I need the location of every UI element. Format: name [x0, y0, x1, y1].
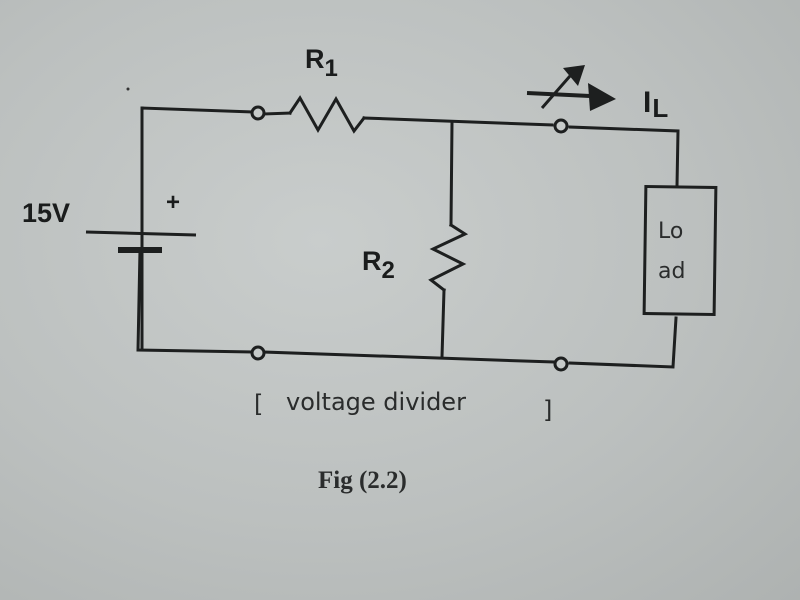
- caption-open-bracket: [: [254, 390, 263, 418]
- load-box: [642, 184, 718, 317]
- load-label-line1: Lo: [658, 219, 683, 244]
- wire-source-bottom: [136, 248, 254, 354]
- variable-indicator-arrowhead: [563, 65, 585, 86]
- load-label-line2: ad: [658, 259, 685, 284]
- wire-top-right: [568, 125, 680, 188]
- wire-top-left: [140, 106, 254, 352]
- terminal-top-right: [553, 118, 569, 134]
- terminal-bottom-left: [250, 345, 266, 361]
- wire-top-mid: [362, 116, 554, 127]
- wire-r2-bottom: [440, 288, 446, 359]
- wire-r1-left: [262, 111, 292, 116]
- positive-terminal-mark: +: [166, 189, 180, 216]
- wire-bottom-mid: [262, 350, 555, 364]
- current-arrow-head: [588, 83, 616, 111]
- r2-label: R2: [362, 246, 395, 284]
- caption-close-bracket: ]: [543, 396, 552, 424]
- variable-indicator-line: [540, 75, 572, 109]
- caption-text: voltage divider: [286, 388, 466, 416]
- wire-r2-top: [449, 121, 454, 227]
- r1-label: R1: [305, 44, 338, 82]
- stray-mark: [126, 87, 130, 91]
- source-voltage-label: 15V: [22, 198, 70, 228]
- r1-resistor-zigzag: [287, 95, 367, 134]
- terminal-top-left: [250, 105, 266, 121]
- terminal-bottom-right: [553, 356, 569, 372]
- load-current-label: IL: [643, 86, 668, 123]
- current-arrow-shaft: [526, 91, 591, 98]
- figure-label: Fig (2.2): [318, 467, 407, 494]
- wire-bottom-right: [568, 316, 678, 369]
- r2-resistor-zigzag: [428, 222, 469, 293]
- battery-positive-plate: [85, 230, 197, 237]
